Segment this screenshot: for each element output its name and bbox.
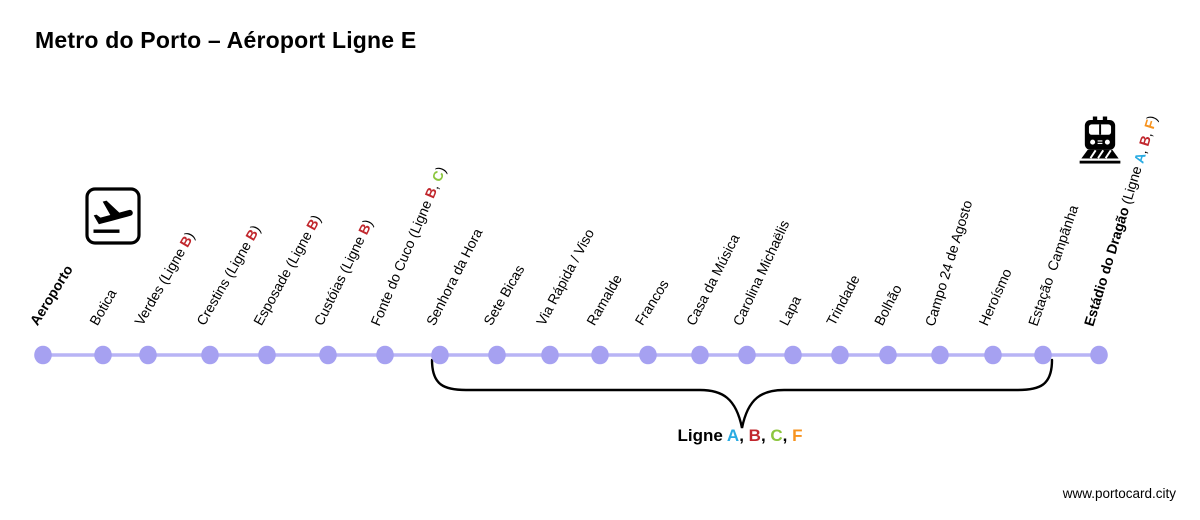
station-dot-botica xyxy=(94,345,112,365)
station-dot-trindade xyxy=(831,345,849,365)
station-dot-bolha-o xyxy=(879,345,897,365)
station-dot-carolina-michae-lis xyxy=(738,345,756,365)
station-dot-lapa xyxy=(784,345,802,365)
station-dot-francos xyxy=(639,345,657,365)
station-dot-estac-a-o-campa-nha xyxy=(1034,345,1052,365)
station-dot-fonte-do-cuco xyxy=(376,345,394,365)
station-dot-custo-ias xyxy=(319,345,337,365)
station-dot-aeroporto xyxy=(34,345,52,365)
website-url: www.portocard.city xyxy=(1062,486,1176,501)
lines-brace xyxy=(430,358,1054,429)
station-dot-senhora-da-hora xyxy=(431,345,449,365)
station-dot-crestins xyxy=(201,345,219,365)
page-title: Metro do Porto – Aéroport Ligne E xyxy=(35,27,417,53)
station-dot-esposade xyxy=(258,345,276,365)
station-dot-esta-dio-do-draga-o xyxy=(1090,345,1108,365)
airplane-departure-icon xyxy=(85,187,141,245)
station-dot-sete-bicas xyxy=(488,345,506,365)
station-dot-ramalde xyxy=(591,345,609,365)
station-dot-heroi-smo xyxy=(984,345,1002,365)
station-dot-campo-24-de-agosto xyxy=(931,345,949,365)
station-dot-verdes xyxy=(139,345,157,365)
station-dot-casa-da-mu-sica xyxy=(691,345,709,365)
station-dot-via-ra-pida-viso xyxy=(541,345,559,365)
brace-lines-label: Ligne A, B, C, F xyxy=(677,426,803,445)
train-icon xyxy=(1079,116,1121,164)
